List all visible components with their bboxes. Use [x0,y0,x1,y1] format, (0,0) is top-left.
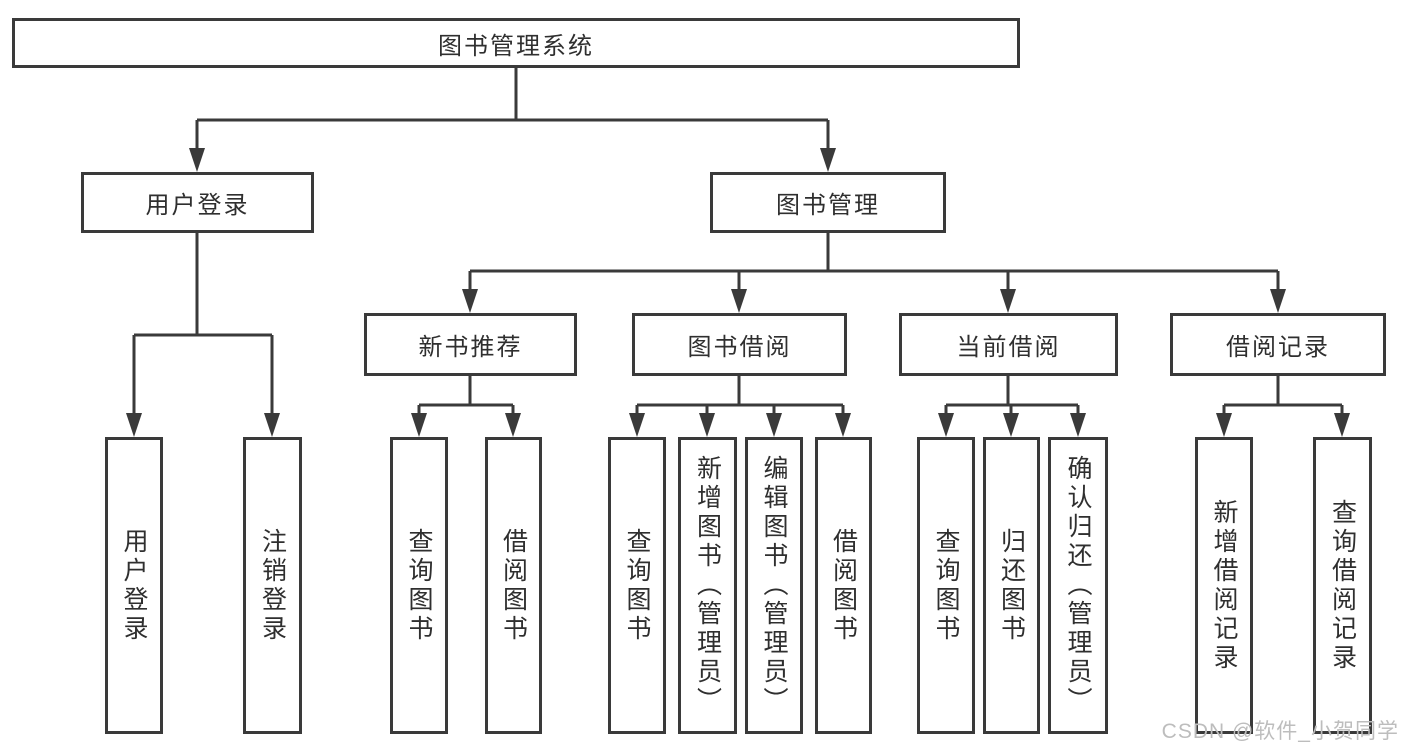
leaf-return-books: 归还图书 [983,437,1040,734]
leaf-borrow-books-borrowing: 借阅图书 [815,437,872,734]
node-book-borrowing: 图书借阅 [632,313,847,376]
leaf-add-books-admin: 新增图书（管理员） [678,437,737,734]
leaf-logout: 注销登录 [243,437,302,734]
leaf-user-login: 用户登录 [105,437,163,734]
node-borrowing-records: 借阅记录 [1170,313,1386,376]
leaf-query-books-recommend: 查询图书 [390,437,448,734]
leaf-query-borrow-record: 查询借阅记录 [1313,437,1372,734]
leaf-borrow-books-recommend: 借阅图书 [485,437,542,734]
node-library-management-system: 图书管理系统 [12,18,1020,68]
node-book-management: 图书管理 [710,172,946,233]
leaf-edit-books-admin: 编辑图书（管理员） [745,437,803,734]
node-current-borrowing: 当前借阅 [899,313,1118,376]
leaf-query-books-current: 查询图书 [917,437,975,734]
leaf-add-borrow-record: 新增借阅记录 [1195,437,1253,734]
leaf-query-books-borrowing: 查询图书 [608,437,666,734]
node-user-login: 用户登录 [81,172,314,233]
leaf-confirm-return-admin: 确认归还（管理员） [1048,437,1108,734]
node-new-book-recommend: 新书推荐 [364,313,577,376]
